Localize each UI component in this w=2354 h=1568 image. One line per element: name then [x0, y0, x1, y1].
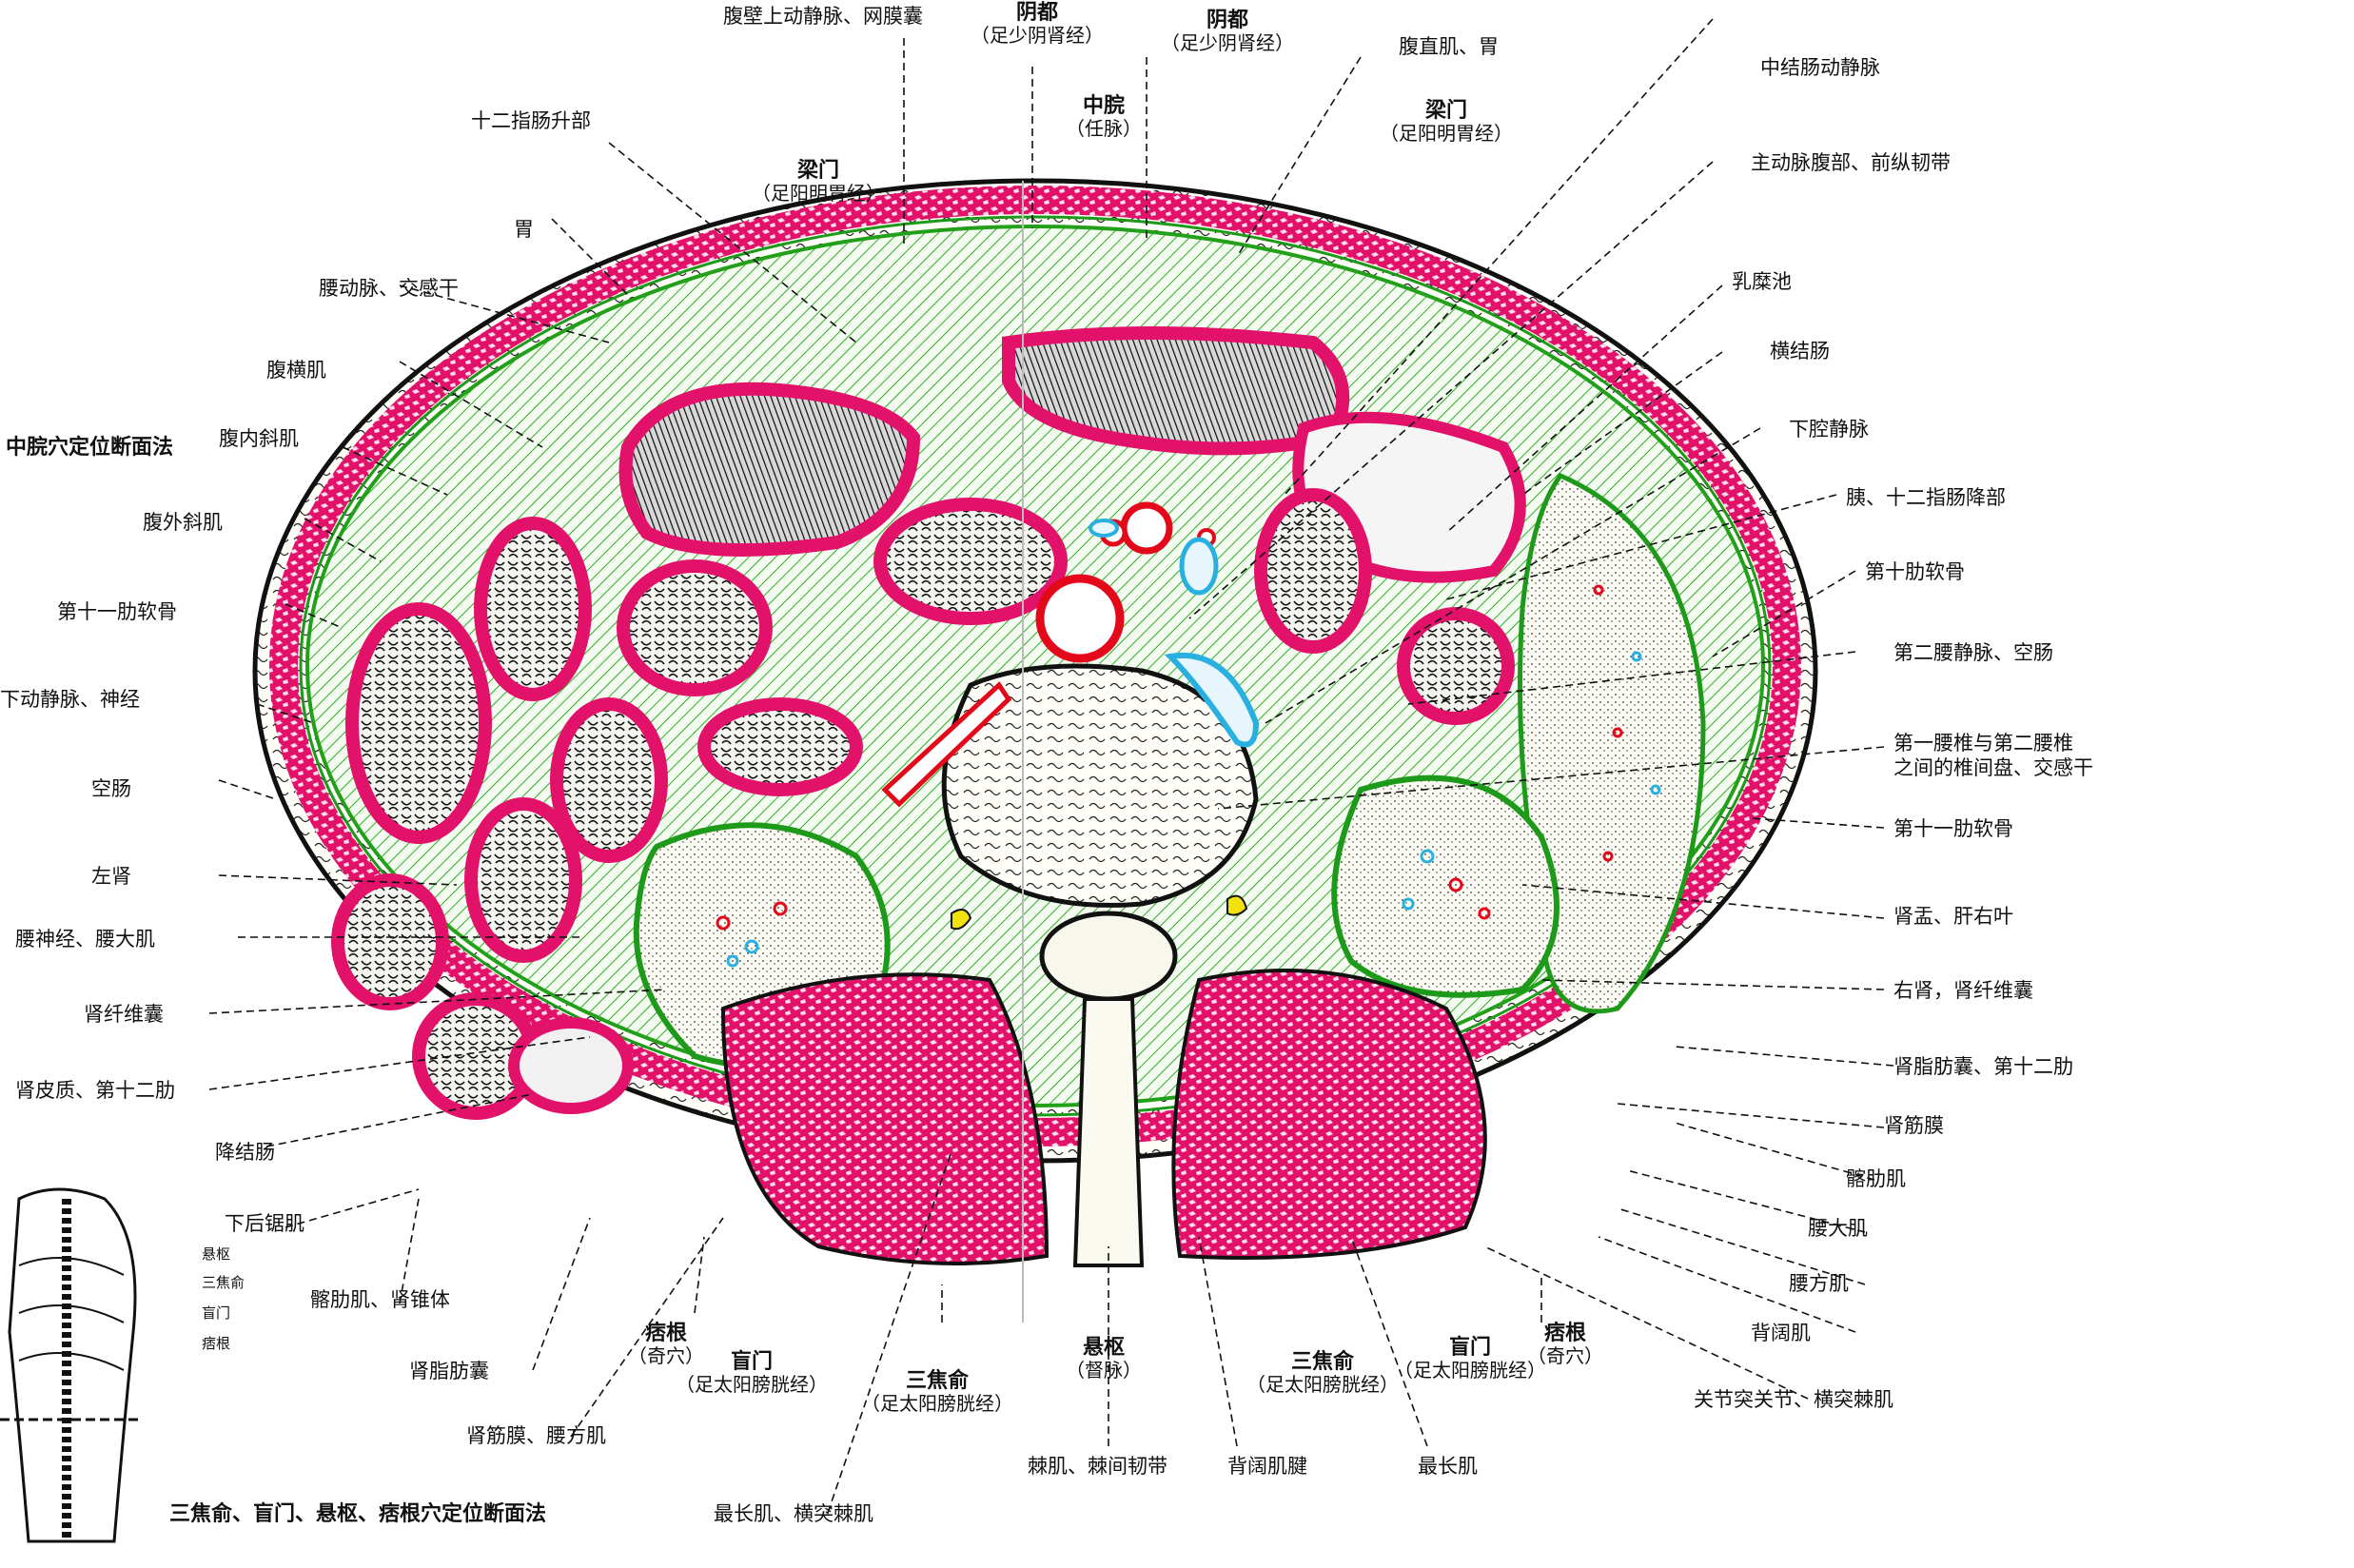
label-right-kidney-capsule: 右肾，肾纤维囊: [1893, 979, 2033, 1002]
spinous-process: [1072, 997, 1145, 1267]
label-duodenum-ascending: 十二指肠升部: [471, 109, 591, 132]
label-cisterna-chyli: 乳糜池: [1732, 270, 1792, 293]
sympathetic-trunk-left: [951, 909, 972, 931]
label-perirenal-fat-12th-rib: 肾脂肪囊、第十二肋: [1893, 1055, 2073, 1078]
superior-mesenteric-vessel: [1120, 501, 1173, 555]
label-internal-oblique: 腹内斜肌: [219, 427, 299, 450]
label-longissimus-right: 最长肌: [1418, 1455, 1478, 1478]
label-perirenal-fat-left: 肾脂肪囊: [409, 1360, 489, 1382]
liver-right-lobe: [1518, 472, 1706, 1014]
label-l1-l2-disc-line1: 第一腰椎与第二腰椎: [1893, 732, 2073, 755]
acupoint-huangmen-right: 盲门（足太阳膀胱经）: [1394, 1336, 1546, 1382]
acupoint-zhongwan: 中脘（任脉）: [1066, 94, 1142, 141]
acupoint-sanjiaoshu-left: 三焦俞（足太阳膀胱经）: [861, 1369, 1013, 1416]
label-11th-rib-cartilage-right: 第十一肋软骨: [1893, 817, 2013, 840]
label-inferior-vena-cava: 下腔静脉: [1789, 418, 1869, 441]
acupoint-pigen-right: 痞根（奇穴）: [1527, 1322, 1603, 1368]
section-title-lumbar: 三焦俞、盲门、悬枢、痞根穴定位断面法: [169, 1502, 547, 1526]
inset-label-sanjiaoshu: 三焦俞: [202, 1274, 245, 1291]
label-descending-colon: 降结肠: [215, 1141, 275, 1164]
label-rectus-stomach: 腹直肌、胃: [1399, 35, 1499, 58]
label-11th-rib-cartilage-left: 第十一肋软骨: [57, 600, 177, 623]
inset-label-xuanshu: 悬枢: [202, 1245, 231, 1263]
descending-colon: [508, 1017, 634, 1114]
sympathetic-trunk-right: [1226, 894, 1248, 916]
label-lumbar-nerve-psoas: 腰神经、腰大肌: [15, 928, 155, 951]
label-lumbar-artery: 腰动脉、交感干: [319, 277, 459, 300]
label-epigastric-vessels: 腹壁上动静脉、网膜囊: [723, 5, 923, 28]
right-kidney: [1331, 774, 1560, 998]
spinal-canal: [1039, 911, 1178, 1002]
label-psoas-right: 腰大肌: [1808, 1217, 1868, 1240]
label-longissimus-left: 最长肌、横突棘肌: [714, 1502, 873, 1525]
label-spinalis-interspinous: 棘肌、棘间韧带: [1028, 1455, 1167, 1478]
left-renal-vein: [881, 681, 1012, 808]
acupoint-xuanshu: 悬枢（督脉）: [1066, 1336, 1142, 1382]
leader-lines: [208, 18, 1894, 1514]
right-erector-muscles: [1171, 969, 1487, 1260]
label-renal-fascia-quadratus: 肾筋膜、腰方肌: [466, 1424, 606, 1447]
acupoint-liangmen-left: 梁门（足阳明胃经）: [752, 159, 885, 206]
label-external-oblique: 腹外斜肌: [143, 511, 223, 534]
label-transverse-colon: 横结肠: [1770, 340, 1830, 363]
label-transversus: 腹横肌: [266, 359, 326, 382]
label-middle-colic: 中结肠动静脉: [1760, 56, 1880, 79]
label-renal-pelvis-liver: 肾盂、肝右叶: [1893, 905, 2013, 928]
acupoint-huangmen-left: 盲门（足太阳膀胱经）: [676, 1350, 828, 1397]
inset-label-huangmen: 盲门: [202, 1304, 231, 1322]
inferior-vena-cava: [1164, 652, 1260, 748]
inset-label-pigen: 痞根: [202, 1335, 231, 1352]
label-serratus-posterior: 下后锯肌: [225, 1212, 304, 1235]
label-iliocostalis-right: 髂肋肌: [1846, 1167, 1906, 1190]
label-latissimus-tendon: 背阔肌腱: [1227, 1455, 1307, 1478]
label-iliocostalis-pyramid: 髂肋肌、肾锥体: [310, 1288, 450, 1311]
label-inferior-vessels-nerve: 下动静脉、神经: [0, 688, 140, 711]
label-jejunum: 空肠: [91, 777, 131, 800]
label-pancreas-duodenum: 胰、十二指肠降部: [1846, 486, 2006, 509]
label-l1-l2-disc-line2: 之间的椎间盘、交感干: [1893, 756, 2093, 779]
label-renal-cortex-12th-rib: 肾皮质、第十二肋: [15, 1079, 175, 1102]
label-aorta-ligament: 主动脉腹部、前纵韧带: [1751, 151, 1951, 174]
label-quadratus-right: 腰方肌: [1789, 1272, 1849, 1295]
section-title-zhongwan: 中脘穴定位断面法: [6, 436, 174, 460]
label-renal-capsule-left: 肾纤维囊: [84, 1003, 164, 1026]
jejunum-loops: [331, 488, 1515, 1120]
aorta: [1035, 574, 1125, 663]
acupoint-sanjiaoshu-right: 三焦俞（足太阳膀胱经）: [1246, 1350, 1399, 1397]
label-stomach: 胃: [514, 218, 534, 241]
acupoint-yindu-right: 阴都（足少阴肾经）: [1161, 9, 1294, 55]
acupoint-yindu-left: 阴都（足少阴肾经）: [971, 1, 1104, 48]
left-erector-muscles: [720, 972, 1049, 1265]
inset-back-figure: [0, 1187, 143, 1556]
label-left-kidney: 左肾: [91, 865, 131, 888]
label-2nd-lumbar-vein-jejunum: 第二腰静脉、空肠: [1893, 641, 2053, 664]
acupoint-pigen-left: 痞根（奇穴）: [628, 1322, 704, 1368]
label-latissimus-right: 背阔肌: [1751, 1322, 1811, 1344]
label-renal-fascia-right: 肾筋膜: [1884, 1114, 1944, 1137]
renal-vessels: [716, 584, 1661, 968]
stomach: [618, 382, 921, 557]
acupoint-liangmen-right: 梁门（足阳明胃经）: [1380, 99, 1513, 146]
label-facet-joint: 关节突关节、横突棘肌: [1694, 1388, 1893, 1411]
label-10th-rib-cartilage: 第十肋软骨: [1865, 560, 1965, 583]
